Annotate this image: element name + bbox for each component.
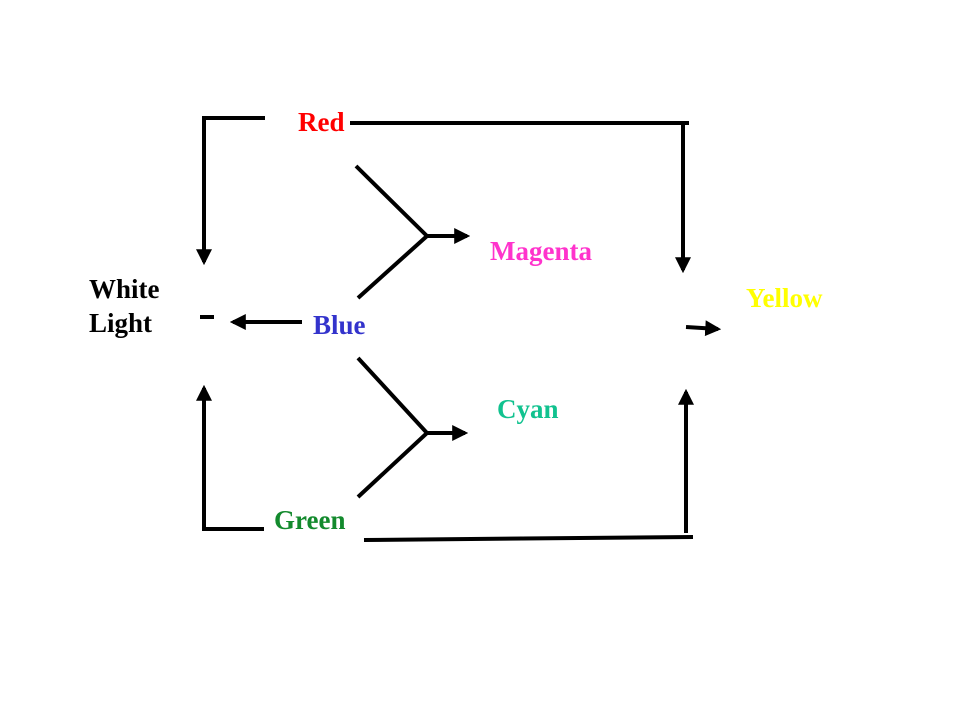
red-blue-to-magenta-arrow (354, 164, 467, 300)
magenta-label: Magenta (490, 236, 592, 266)
red-to-yellow-arrow (350, 121, 689, 270)
red-label: Red (298, 107, 345, 137)
yellow-stub-arrow (685, 320, 722, 337)
white-light-line1: White (89, 274, 160, 304)
green-to-yellow-arrow (363, 392, 693, 542)
green-to-white-arrow (196, 384, 264, 531)
yellow-label: Yellow (746, 283, 823, 313)
red-to-white-arrow (196, 116, 265, 266)
cyan-label: Cyan (497, 394, 559, 424)
white-light-line2: Light (89, 307, 153, 338)
white-light-label: White Light (89, 273, 160, 341)
blue-green-to-cyan-arrow (356, 356, 465, 499)
blue-label: Blue (313, 310, 366, 340)
green-label: Green (274, 505, 346, 535)
